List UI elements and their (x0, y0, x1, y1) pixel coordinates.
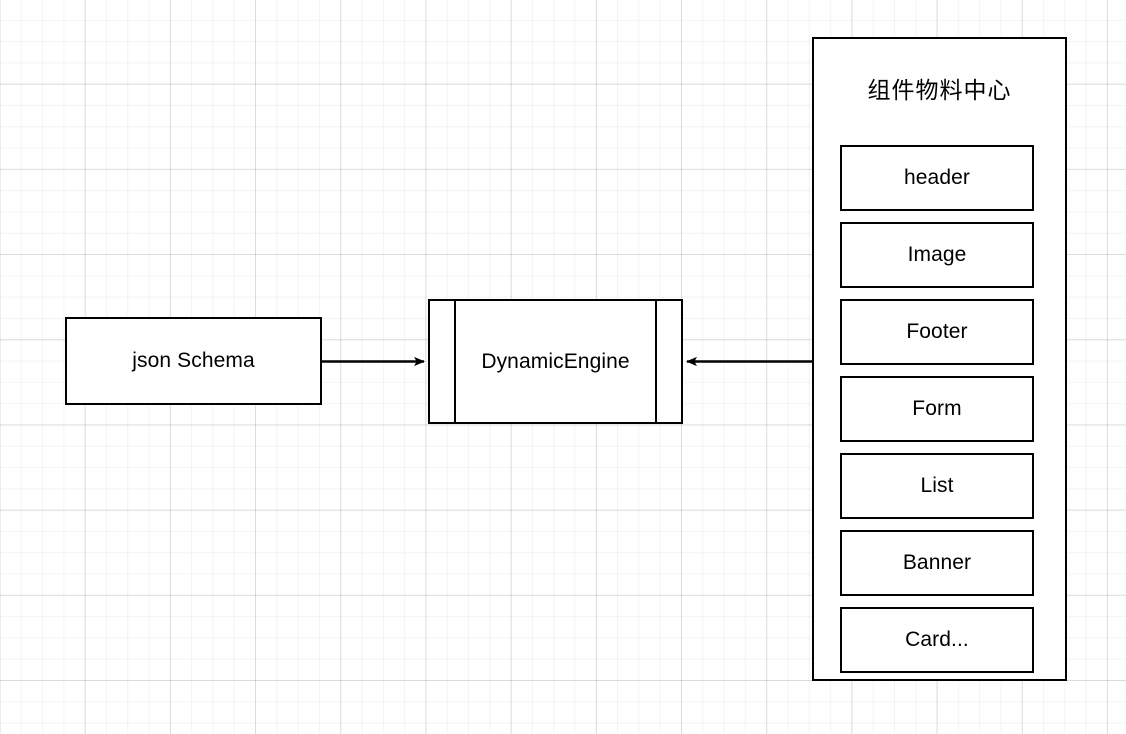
panel-item-label: List (920, 474, 954, 497)
panel-item-label: header (904, 166, 970, 189)
panel-item-footer[interactable]: Footer (840, 299, 1034, 365)
panel-item-banner[interactable]: Banner (840, 530, 1034, 596)
panel-item-label: Image (907, 243, 967, 266)
panel-item-header[interactable]: header (840, 145, 1034, 211)
panel-item-label: Card... (905, 628, 969, 651)
node-dynamic-engine-label: DynamicEngine (481, 349, 630, 373)
node-json-schema[interactable]: json Schema (65, 317, 322, 405)
process-shape-left-divider (454, 299, 456, 424)
node-dynamic-engine[interactable]: DynamicEngine (428, 299, 683, 424)
panel-item-image[interactable]: Image (840, 222, 1034, 288)
panel-material-center[interactable]: 组件物料中心 header Image Footer Form List Ban… (812, 37, 1067, 681)
panel-item-label: Footer (906, 320, 968, 343)
panel-material-center-title: 组件物料中心 (867, 77, 1012, 103)
node-json-schema-label: json Schema (132, 349, 255, 372)
panel-material-center-item-list: header Image Footer Form List Banner Car… (840, 145, 1034, 673)
process-shape-right-divider (655, 299, 657, 424)
panel-item-list[interactable]: List (840, 453, 1034, 519)
panel-item-form[interactable]: Form (840, 376, 1034, 442)
panel-item-card[interactable]: Card... (840, 607, 1034, 673)
panel-item-label: Form (912, 397, 962, 420)
panel-item-label: Banner (902, 551, 972, 574)
